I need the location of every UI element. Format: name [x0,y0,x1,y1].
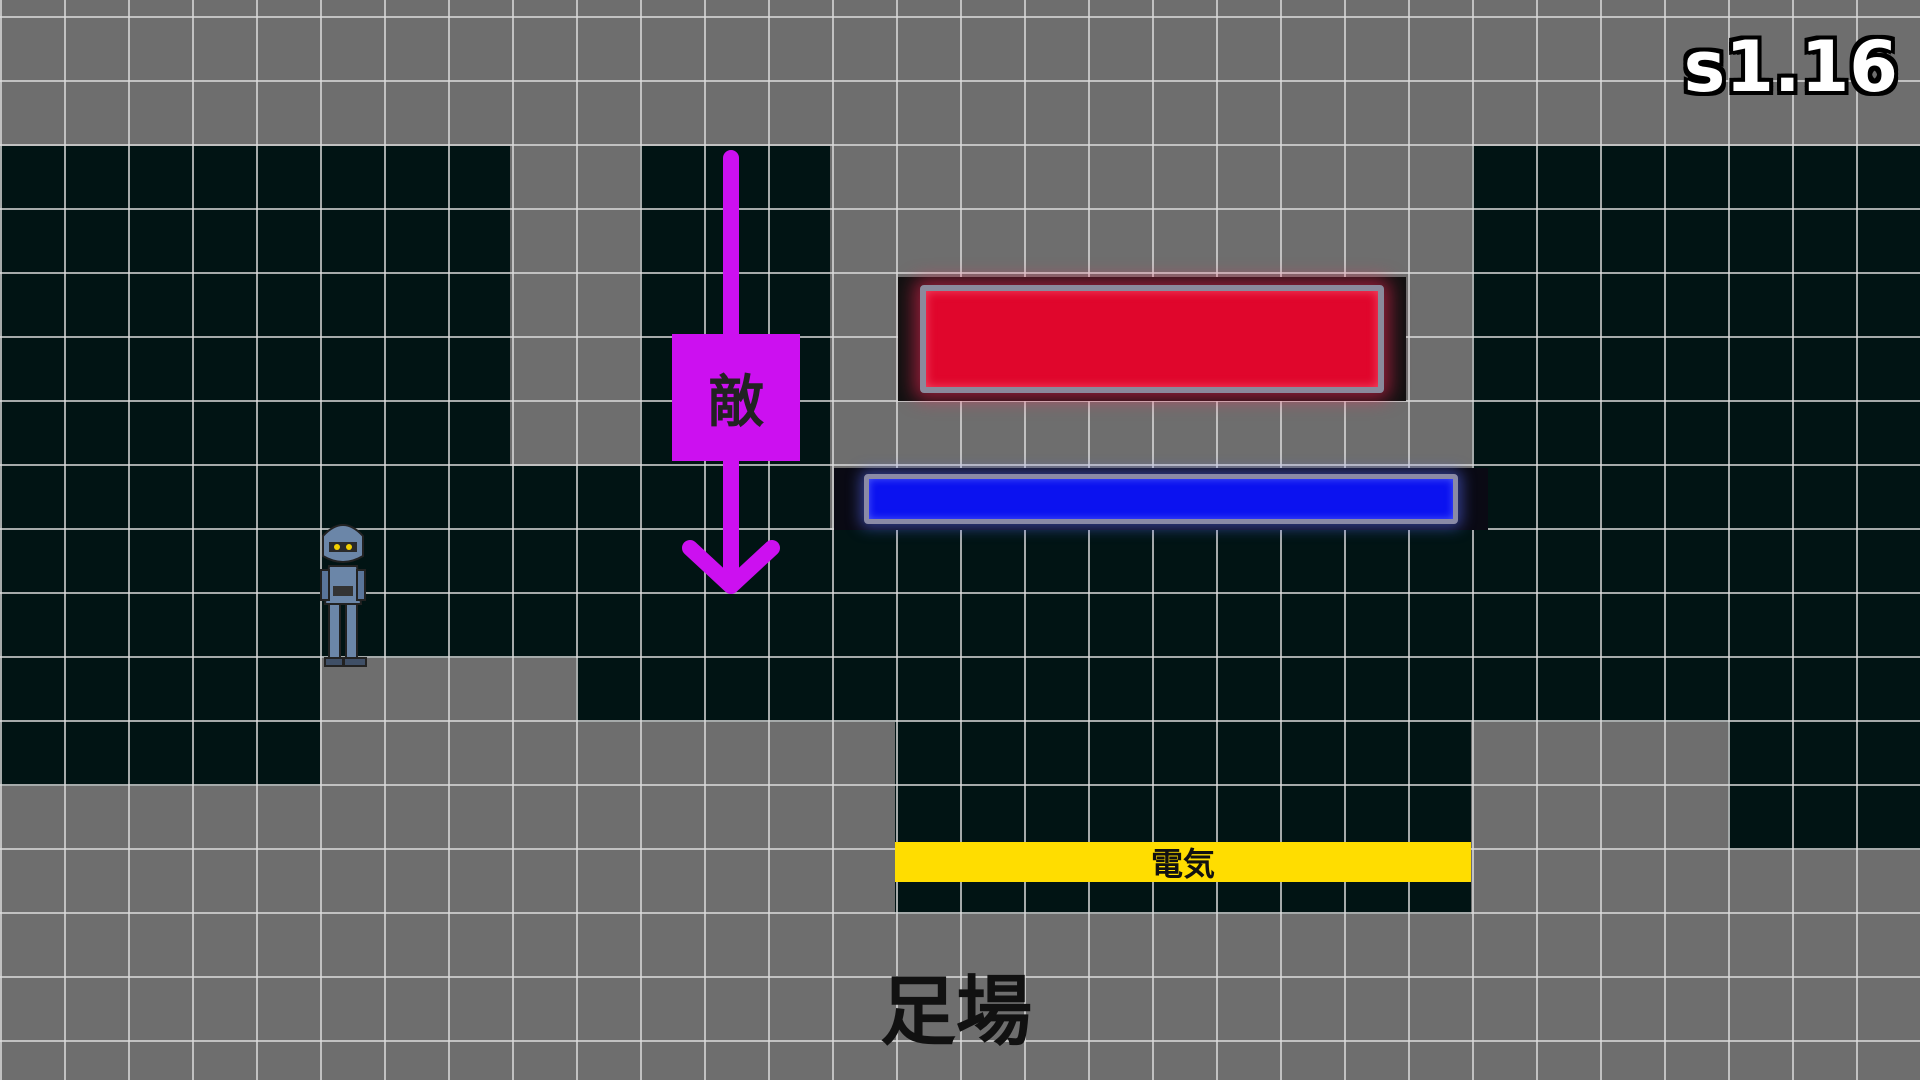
enemy-marker: 敵 [672,334,800,461]
electric-label: 電気 [1150,845,1215,883]
red-platform [898,277,1406,401]
player-character [320,524,367,667]
blue-platform [834,468,1488,530]
enemy-label: 敵 [708,370,764,435]
version-label: s1.16 [1683,26,1898,108]
scaffold-label: 足場 [880,967,1032,1056]
electric-hazard: 電気 [895,842,1471,883]
